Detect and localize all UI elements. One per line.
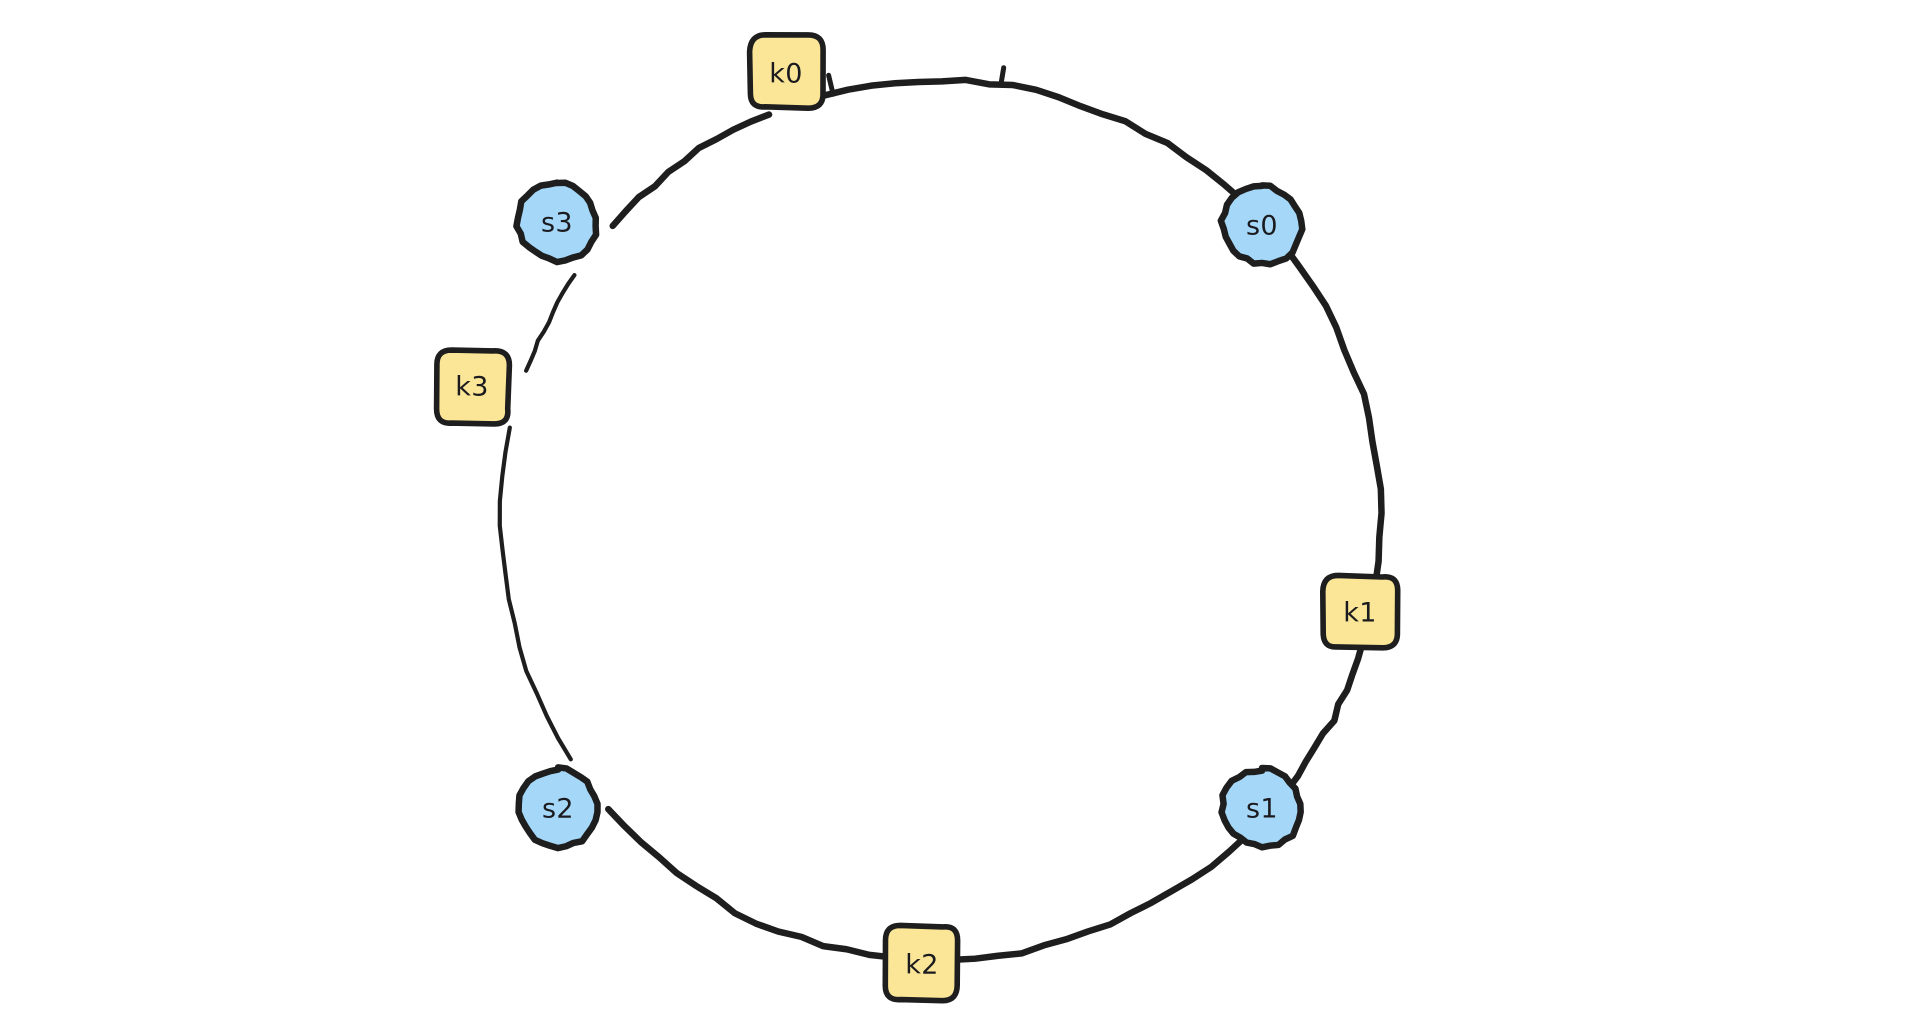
ring-node-s2[interactable]: s2 — [515, 764, 601, 852]
key-box-k2[interactable] — [882, 922, 961, 1004]
ring-arc-k0-to-s0 — [821, 76, 1246, 204]
key-box-k3[interactable] — [433, 347, 513, 427]
key-box-k0[interactable] — [746, 31, 826, 111]
ring-node-layer: k0 s0 k1 s1 k2 s2 k3 s3 — [433, 31, 1401, 1004]
node-label-s0: s0 — [1246, 211, 1278, 242]
ring-arc-s0-to-k1 — [1281, 243, 1385, 589]
server-circle-s3[interactable] — [513, 179, 600, 266]
key-box-k1[interactable] — [1320, 572, 1401, 651]
server-circle-s0[interactable] — [1217, 182, 1306, 268]
ring-node-s0[interactable]: s0 — [1217, 182, 1306, 268]
ring-arc-k2-to-s2 — [605, 805, 896, 961]
ring-arc-k1-to-s1 — [1284, 639, 1366, 793]
ring-node-k3[interactable]: k3 — [433, 347, 513, 427]
ring-arc-s2-to-k3 — [497, 425, 573, 762]
node-label-s1: s1 — [1246, 794, 1278, 825]
ring-node-k1[interactable]: k1 — [1320, 572, 1401, 651]
arc-tick-left-of-k0 — [826, 72, 836, 97]
ring-node-s1[interactable]: s1 — [1218, 764, 1304, 851]
node-label-k1: k1 — [1343, 598, 1377, 629]
node-label-s2: s2 — [542, 794, 574, 825]
ring-arc-k3-to-s3 — [524, 272, 577, 373]
node-label-k0: k0 — [769, 59, 803, 90]
server-circle-s1[interactable] — [1218, 764, 1304, 851]
node-label-k3: k3 — [455, 372, 489, 403]
node-label-s3: s3 — [541, 208, 573, 239]
ring-arc-s3-to-k0 — [609, 111, 773, 230]
ring-node-k0[interactable]: k0 — [746, 31, 826, 111]
server-circle-s2[interactable] — [515, 764, 601, 852]
ring-arc-s1-to-k2 — [948, 832, 1250, 964]
ring-tick-layer — [826, 65, 1007, 97]
ring-arc-layer — [497, 76, 1385, 964]
ring-node-s3[interactable]: s3 — [513, 179, 600, 266]
node-label-k2: k2 — [905, 950, 939, 981]
arc-tick-right-of-k0 — [998, 65, 1007, 88]
ring-node-k2[interactable]: k2 — [882, 922, 961, 1004]
